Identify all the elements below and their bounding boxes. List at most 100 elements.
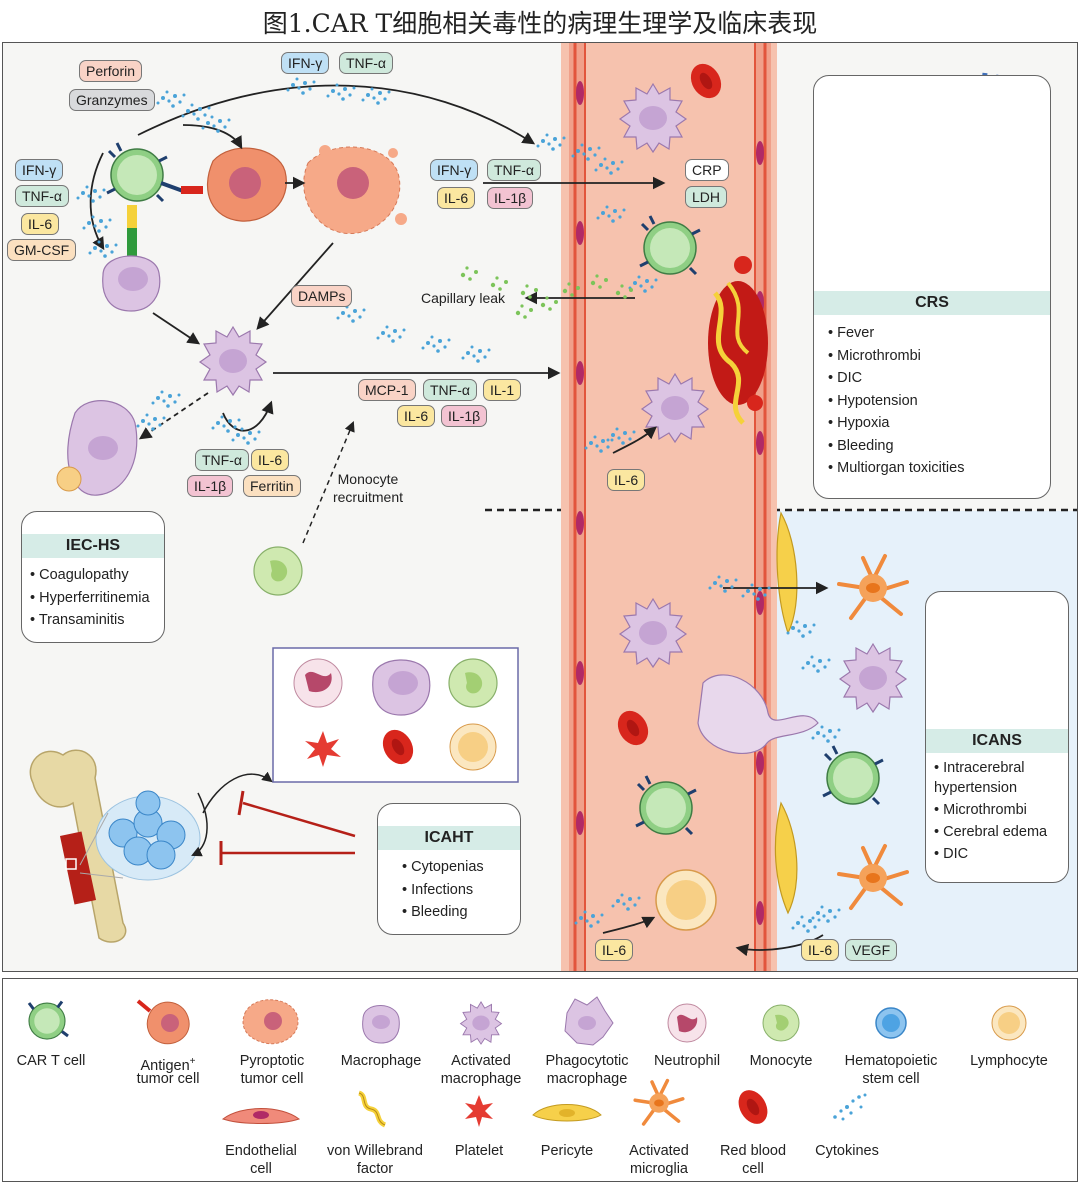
list-item: Coagulopathy — [30, 564, 150, 587]
il1-beta-tag-low: IL-1β — [187, 475, 234, 497]
legend-car-t-icon — [27, 1000, 69, 1040]
ldh-tag: LDH — [685, 186, 728, 208]
legend-red-blood-cell-icon — [738, 1090, 768, 1124]
activated-macrophage — [199, 326, 267, 396]
gm-csf-tag: GM-CSF — [7, 239, 77, 261]
iec-hs-list: Coagulopathy Hyperferritinemia Transamin… — [30, 564, 150, 632]
legend-vwf-label-2: factor — [356, 1161, 394, 1177]
car-tumor-synapse — [160, 181, 203, 194]
legend-activated-macrophage-label-2: macrophage — [440, 1071, 522, 1087]
icans-list: Intracerebral hypertension Microthrombi … — [934, 758, 1066, 864]
list-item: Hypoxia — [828, 412, 964, 435]
phagocytic-macrophage — [56, 400, 138, 496]
lymphocyte-panel — [449, 723, 497, 771]
il6-tag-bottom: IL-6 — [595, 939, 634, 961]
tnf-alpha-tag-mid: TNF-α — [487, 159, 541, 181]
legend-rbc-label-1: Red blood — [719, 1143, 787, 1159]
iec-hs-box: IEC-HS Coagulopathy Hyperferritinemia Tr… — [21, 511, 165, 643]
icaht-title: ICAHT — [378, 826, 520, 850]
legend-lymphocyte-icon — [991, 1005, 1027, 1041]
arrow-il6-to-macrophage — [612, 426, 657, 454]
macrophage-panel — [372, 659, 431, 716]
list-item: Bleeding — [828, 435, 964, 458]
il6-tag-center: IL-6 — [397, 405, 436, 427]
legend-activated-macrophage-label-1: Activated — [451, 1053, 511, 1069]
legend-pyroptotic-tumor-icon — [242, 999, 299, 1045]
monocyte-recruitment-label-2: recruitment — [332, 489, 404, 505]
monocyte-recruitment-label-1: Monocyte — [337, 471, 399, 487]
mcp1-tag: MCP-1 — [358, 379, 416, 401]
il1-tag-center: IL-1 — [483, 379, 522, 401]
iec-hs-title: IEC-HS — [22, 534, 164, 558]
inhibit-bar-panel — [237, 790, 245, 816]
pericyte — [774, 511, 798, 915]
macrophage — [102, 255, 161, 312]
legend-cytokines-label: Cytokines — [815, 1143, 879, 1159]
legend-macrophage-label: Macrophage — [340, 1053, 422, 1069]
legend-graphics — [27, 996, 1027, 1128]
inhibit-arrow-panel — [242, 801, 356, 838]
car-t-cell — [105, 141, 169, 203]
arrow-cart-to-macrophage — [89, 152, 105, 251]
icaht-list: Cytopenias Infections Bleeding — [402, 856, 484, 924]
il6-tag-left: IL-6 — [21, 213, 60, 235]
il6-tag-low: IL-6 — [251, 449, 290, 471]
legend-vwf-label-1: von Willebrand — [327, 1143, 423, 1159]
crp-tag: CRP — [685, 159, 729, 181]
crs-title: CRS — [814, 291, 1050, 315]
il6-tag-vessel: IL-6 — [607, 469, 646, 491]
capillary-leak-label: Capillary leak — [421, 290, 506, 306]
arrow-il6-to-lymphocyte — [602, 916, 656, 934]
legend-endothelial-icon — [221, 1108, 301, 1124]
icans-title: ICANS — [926, 729, 1068, 753]
legend-monocyte-icon — [762, 1004, 800, 1042]
legend-pyroptotic-label-2: tumor cell — [240, 1071, 304, 1087]
list-item: Infections — [402, 879, 484, 902]
legend-endothelial-label-1: Endothelial — [225, 1143, 297, 1159]
arrow-to-phagocytic — [138, 392, 209, 440]
lymphocyte-vessel — [655, 869, 717, 931]
neutrophil — [293, 658, 343, 708]
ifn-gamma-tag-mid: IFN-γ — [430, 159, 479, 181]
diagram-graphics — [29, 43, 1077, 971]
main-diagram-panel: Perforin Granzymes IFN-γ TNF-α IFN-γ TNF… — [2, 42, 1078, 972]
legend-hsc-label-2: stem cell — [862, 1071, 920, 1087]
legend-macrophage-icon — [362, 1005, 400, 1044]
legend-endothelial-label-2: cell — [250, 1161, 272, 1177]
tnf-alpha-tag-low: TNF-α — [195, 449, 249, 471]
legend-hsc-label-1: Hematopoietic — [844, 1053, 938, 1069]
list-item: Transaminitis — [30, 609, 150, 632]
legend-panel: CAR T cell Antigen+ tumor cell Pyroptoti… — [2, 978, 1078, 1182]
zoom-lines — [79, 812, 124, 879]
icaht-box: ICAHT Cytopenias Infections Bleeding — [377, 803, 521, 935]
list-item: Multiorgan toxicities — [828, 457, 964, 480]
legend-platelet-icon — [465, 1095, 493, 1127]
pyroptotic-tumor-cell — [303, 145, 407, 235]
list-item: Hypotension — [828, 390, 964, 413]
tnf-alpha-tag-left: TNF-α — [15, 185, 69, 207]
legend-pyroptotic-label-1: Pyroptotic — [239, 1053, 305, 1069]
arrow-autocrine-loop — [222, 400, 274, 432]
list-item: Cytopenias — [402, 856, 484, 879]
tnf-alpha-tag-top: TNF-α — [339, 52, 393, 74]
monocyte — [253, 546, 303, 596]
legend-activated-microglia-icon — [633, 1078, 685, 1126]
legend-phagocytic-label-2: macrophage — [546, 1071, 628, 1087]
list-item: Cerebral edema — [934, 822, 1066, 842]
legend-activated-macrophage-icon — [459, 1001, 503, 1045]
legend-vwf-icon — [357, 1090, 387, 1128]
arrow-macrophage-activation — [152, 312, 201, 345]
crs-box: CRS Fever Microthrombi DIC Hypotension H… — [813, 75, 1051, 499]
figure-title: 图1.CAR T细胞相关毒性的病理生理学及临床表现 — [262, 9, 818, 38]
tnf-alpha-tag-center: TNF-α — [423, 379, 477, 401]
legend-antigen-tumor-icon — [136, 999, 190, 1045]
legend-neutrophil-label: Neutrophil — [653, 1053, 721, 1069]
ifn-gamma-tag-left: IFN-γ — [15, 159, 64, 181]
legend-antigen-label: Antigen+ — [140, 1056, 196, 1074]
legend-neutrophil-icon — [667, 1003, 707, 1043]
arrow-perforin-to-tumor — [182, 124, 243, 150]
marrow-cycle-arrow — [191, 792, 208, 857]
monocyte-panel — [448, 658, 498, 708]
arrow-monocyte-recruitment — [302, 421, 355, 544]
icans-box: ICANS Intracerebral hypertension Microth… — [925, 591, 1069, 883]
